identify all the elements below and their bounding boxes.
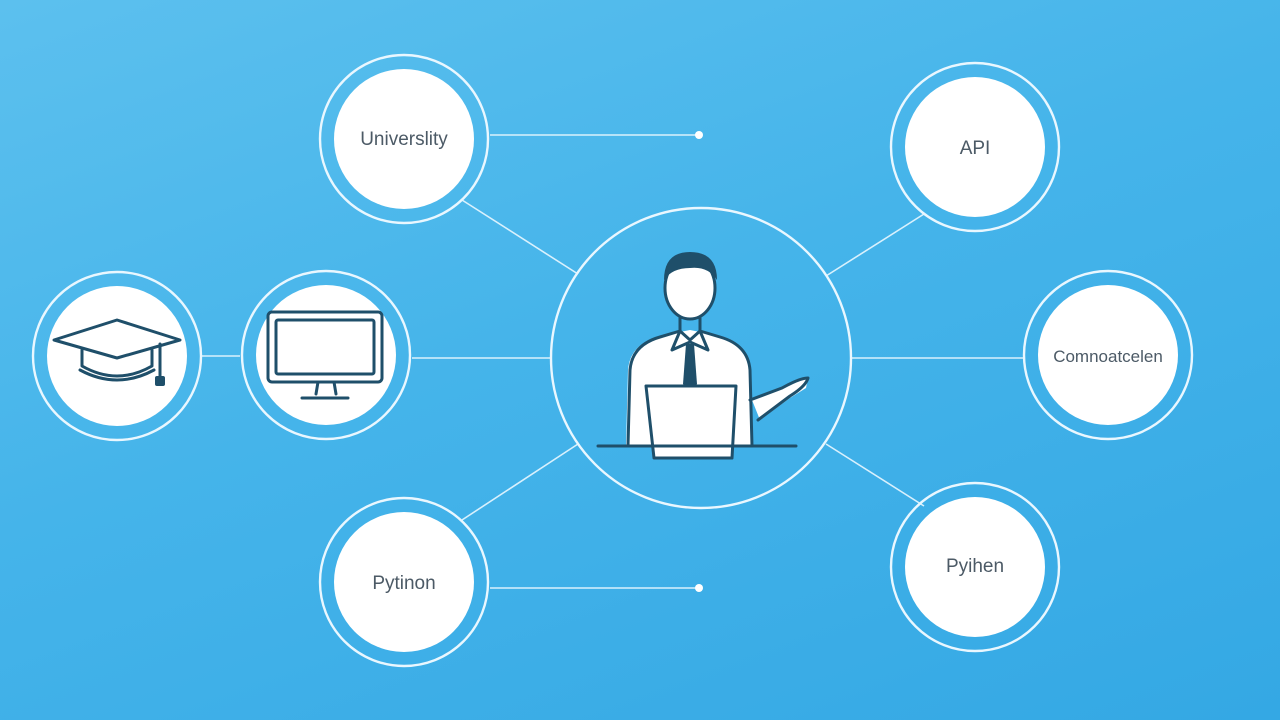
node-api: API: [889, 61, 1061, 233]
person-at-laptop-icon: [596, 252, 810, 460]
node-communication-disc: [1038, 285, 1178, 425]
node-python-right-label: Pyihen: [946, 556, 1004, 577]
connector-python-right-center: [825, 443, 925, 507]
node-python-right: Pyihen: [889, 481, 1061, 653]
connector-university-center: [461, 199, 579, 275]
node-python-right-ring: [889, 481, 1061, 653]
node-python-right-disc: [905, 497, 1045, 637]
node-computer: [240, 269, 412, 441]
connector-api-center: [825, 213, 925, 277]
node-computer-ring: [240, 269, 412, 441]
connector-python-left-endpoint: [695, 584, 703, 592]
node-python-left-ring: [318, 496, 490, 668]
node-university-ring: [318, 53, 490, 225]
node-communication-label: Comnoatcelen: [1053, 347, 1163, 366]
node-python-left: Pytinon: [318, 496, 490, 668]
node-api-disc: [905, 77, 1045, 217]
node-graduation-disc: [47, 286, 187, 426]
node-python-left-disc: [334, 512, 474, 652]
node-university: Universlity: [318, 53, 490, 225]
node-center-ring: [549, 206, 853, 510]
node-university-label: Universlity: [360, 129, 448, 150]
node-graduation: [31, 270, 203, 442]
connector-university-endpoint: [695, 131, 703, 139]
connector-python-left-center: [461, 443, 579, 521]
node-python-left-label: Pytinon: [372, 573, 435, 594]
node-communication-ring: [1022, 269, 1194, 441]
node-graduation-ring: [31, 270, 203, 442]
node-center: [549, 206, 853, 510]
graduation-cap-icon: [52, 318, 182, 386]
node-communication: Comnoatcelen: [1022, 269, 1194, 441]
node-api-label: API: [960, 138, 991, 159]
connector-group: [202, 131, 1024, 592]
node-university-disc: [334, 69, 474, 209]
node-api-ring: [889, 61, 1061, 233]
monitor-icon: [266, 310, 384, 400]
